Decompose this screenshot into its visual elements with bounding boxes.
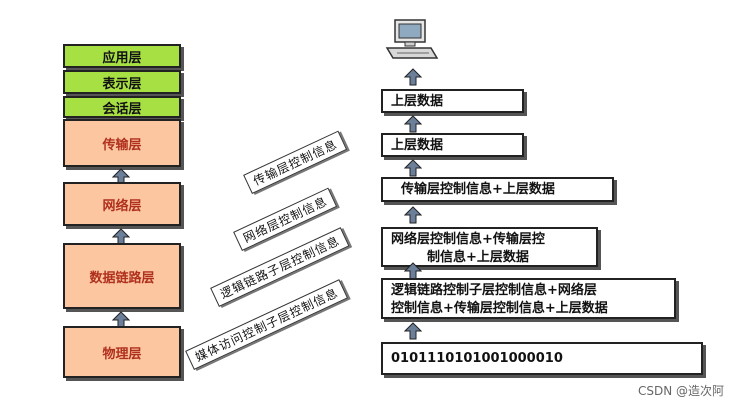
layer-presentation: 表示层	[63, 70, 181, 94]
layer-datalink: 数据链路层	[63, 243, 181, 309]
bitstream-text: 0101110101001000010	[391, 351, 563, 366]
layer-physical: 物理层	[63, 326, 181, 378]
up-arrow-icon	[404, 68, 422, 86]
label-mac-control-info: 媒体访问控制子层控制信息	[185, 279, 349, 370]
data-box-text: 传输层控制信息+上层数据	[401, 182, 555, 197]
layer-label: 表示层	[102, 76, 142, 92]
data-box-transport: 传输层控制信息+上层数据	[381, 177, 614, 202]
layer-label: 传输层	[102, 137, 142, 153]
layer-label: 物理层	[102, 346, 142, 362]
data-box-datalink: 逻辑链路控制子层控制信息+网络层 控制信息+传输层控制信息+上层数据	[381, 278, 676, 319]
label-transport-control-info: 传输层控制信息	[243, 130, 348, 194]
data-box-upper-1: 上层数据	[381, 89, 524, 113]
data-box-text-line-2: 制信息+上层数据	[427, 250, 529, 265]
layer-network: 网络层	[63, 182, 181, 226]
data-box-text-line-1: 网络层控制信息+传输层控	[391, 232, 545, 247]
watermark: CSDN @造次阿	[637, 384, 724, 398]
data-box-text: 上层数据	[391, 94, 444, 109]
data-box-text: 上层数据	[391, 138, 444, 153]
data-box-text-line-1: 逻辑链路控制子层控制信息+网络层	[391, 283, 597, 298]
layer-label: 网络层	[102, 198, 142, 214]
layer-transport: 传输层	[63, 119, 181, 167]
layer-label: 会话层	[102, 101, 142, 117]
up-arrow-icon	[404, 115, 422, 133]
data-box-upper-2: 上层数据	[381, 133, 524, 157]
layer-session: 会话层	[63, 96, 181, 118]
up-arrow-icon	[404, 322, 422, 340]
up-arrow-icon	[404, 159, 422, 177]
layer-label: 数据链路层	[89, 270, 155, 286]
layer-application: 应用层	[63, 44, 181, 68]
data-box-network: 网络层控制信息+传输层控 制信息+上层数据	[381, 227, 598, 267]
data-box-text-line-2: 控制信息+传输层控制信息+上层数据	[391, 301, 608, 316]
up-arrow-icon	[404, 206, 422, 224]
computer-icon	[385, 19, 439, 59]
layer-label: 应用层	[102, 50, 142, 66]
data-box-physical: 0101110101001000010	[381, 342, 703, 375]
